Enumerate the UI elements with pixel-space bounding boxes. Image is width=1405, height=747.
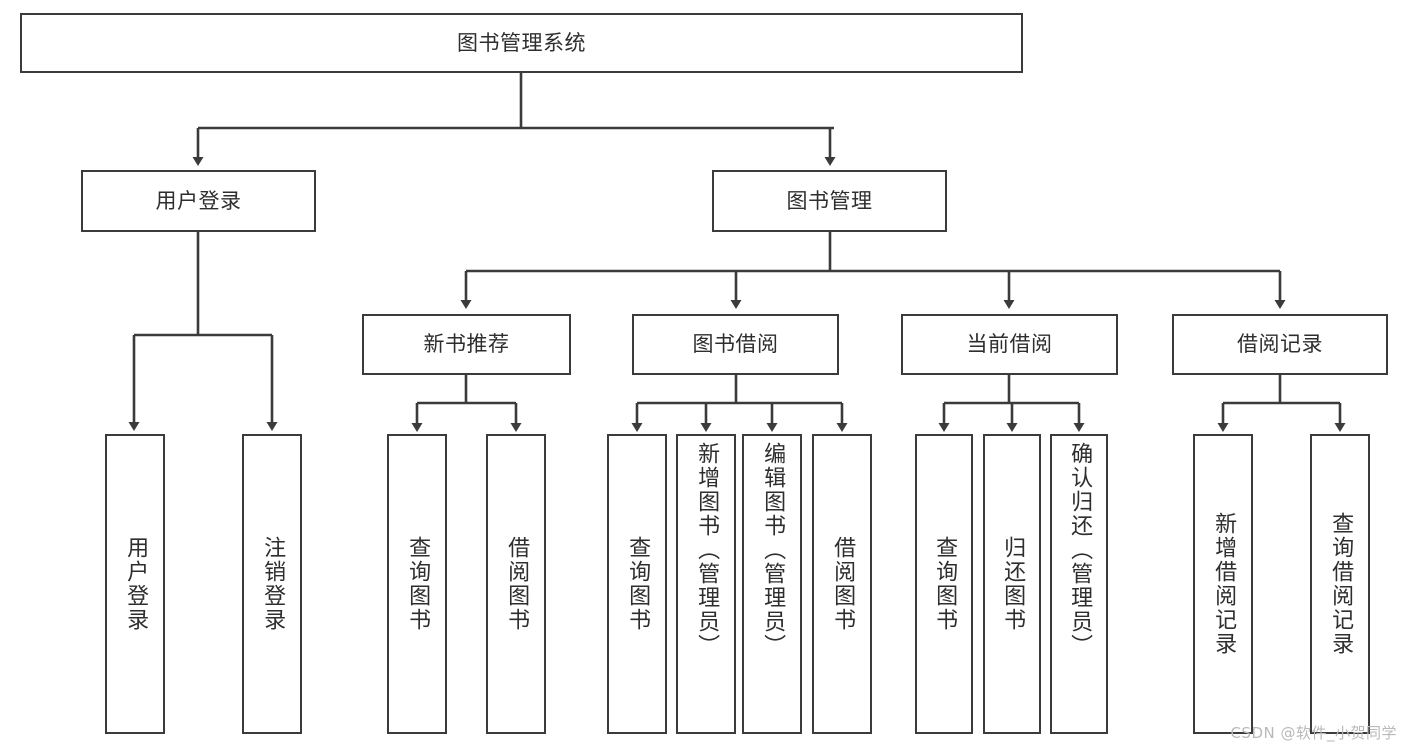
node-user-login-label: 用户登录 — [155, 188, 242, 213]
node-leaf-user-login[interactable]: 用户登录 — [105, 434, 165, 734]
node-new-book-recommend[interactable]: 新书推荐 — [362, 314, 571, 375]
node-user-login[interactable]: 用户登录 — [81, 170, 316, 232]
node-leaf-return-book[interactable]: 归还图书 — [983, 434, 1041, 734]
node-leaf-borrow-book-1-label: 借阅图书 — [504, 536, 530, 632]
node-leaf-query-book-1[interactable]: 查询图书 — [387, 434, 447, 734]
node-leaf-edit-book-label: 编辑图书（管理员） — [760, 442, 786, 658]
node-leaf-query-record-label: 查询借阅记录 — [1328, 512, 1354, 656]
node-borrow-record[interactable]: 借阅记录 — [1172, 314, 1388, 375]
node-leaf-edit-book[interactable]: 编辑图书（管理员） — [742, 434, 802, 734]
node-root[interactable]: 图书管理系统 — [20, 13, 1023, 73]
node-leaf-query-book-3-label: 查询图书 — [932, 536, 958, 632]
node-borrow-record-label: 借阅记录 — [1237, 332, 1323, 357]
node-leaf-add-record[interactable]: 新增借阅记录 — [1193, 434, 1253, 734]
node-leaf-borrow-book-1[interactable]: 借阅图书 — [486, 434, 546, 734]
watermark: CSDN @软件_小贺同学 — [1230, 724, 1397, 742]
node-leaf-borrow-book-2-label: 借阅图书 — [830, 536, 856, 632]
node-book-borrow[interactable]: 图书借阅 — [632, 314, 839, 375]
node-leaf-logout[interactable]: 注销登录 — [242, 434, 302, 734]
node-leaf-user-login-label: 用户登录 — [123, 536, 149, 632]
node-leaf-add-book-label: 新增图书（管理员） — [694, 442, 720, 658]
node-leaf-query-book-2-label: 查询图书 — [625, 536, 651, 632]
node-book-manage[interactable]: 图书管理 — [712, 170, 947, 232]
node-leaf-query-book-1-label: 查询图书 — [405, 536, 431, 632]
node-current-borrow[interactable]: 当前借阅 — [901, 314, 1118, 375]
node-leaf-logout-label: 注销登录 — [260, 536, 286, 632]
node-new-book-recommend-label: 新书推荐 — [423, 332, 510, 357]
node-book-borrow-label: 图书借阅 — [692, 332, 779, 357]
node-leaf-confirm-return[interactable]: 确认归还（管理员） — [1050, 434, 1108, 734]
node-leaf-confirm-return-label: 确认归还（管理员） — [1067, 442, 1093, 658]
node-root-label: 图书管理系统 — [457, 30, 586, 55]
node-leaf-query-book-3[interactable]: 查询图书 — [915, 434, 973, 734]
node-leaf-add-record-label: 新增借阅记录 — [1211, 512, 1237, 656]
node-current-borrow-label: 当前借阅 — [966, 332, 1053, 357]
node-leaf-add-book[interactable]: 新增图书（管理员） — [676, 434, 736, 734]
node-book-manage-label: 图书管理 — [786, 188, 873, 213]
node-leaf-borrow-book-2[interactable]: 借阅图书 — [812, 434, 872, 734]
node-leaf-return-book-label: 归还图书 — [1000, 536, 1026, 632]
node-leaf-query-book-2[interactable]: 查询图书 — [607, 434, 667, 734]
node-leaf-query-record[interactable]: 查询借阅记录 — [1310, 434, 1370, 734]
